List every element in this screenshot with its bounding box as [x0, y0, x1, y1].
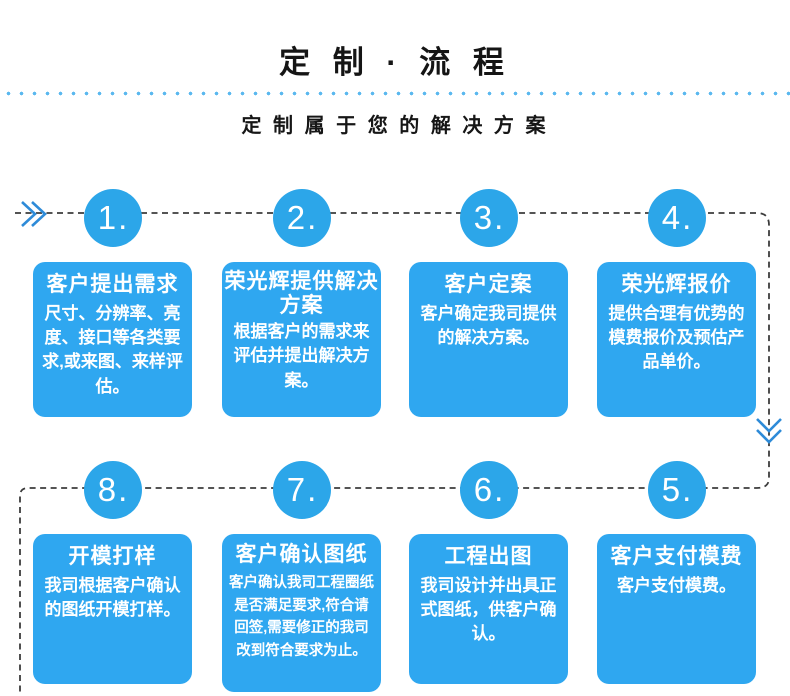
step-3: 3. 客户定案 客户确定我司提供的解决方案。 — [409, 189, 568, 417]
step-card: 客户提出需求 尺寸、分辨率、亮度、接口等各类要求,或来图、来样评估。 — [33, 262, 192, 417]
step-number-badge: 7. — [272, 461, 331, 519]
double-chevron-down-icon — [756, 418, 782, 444]
step-card: 开模打样 我司根据客户确认的图纸开模打样。 — [33, 534, 192, 684]
step-card-title: 客户定案 — [444, 273, 533, 296]
step-card-body: 尺寸、分辨率、亮度、接口等各类要求,或来图、来样评估。 — [42, 304, 183, 396]
step-card: 客户确认图纸 客户确认我司工程圈纸是否满足要求,符合请回签,需要修正的我司改到符… — [222, 534, 381, 692]
step-4: 4. 荣光辉报价 提供合理有优势的模费报价及预估产品单价。 — [597, 189, 756, 417]
step-card-body: 根据客户的需求来评估并提出解决方案。 — [233, 322, 370, 390]
step-card-title: 客户确认图纸 — [235, 543, 368, 566]
step-card-body: 客户支付模费。 — [617, 576, 736, 596]
step-7: 7. 客户确认图纸 客户确认我司工程圈纸是否满足要求,符合请回签,需要修正的我司… — [222, 461, 381, 692]
step-1: 1. 客户提出需求 尺寸、分辨率、亮度、接口等各类要求,或来图、来样评估。 — [33, 189, 192, 417]
page-title: 定 制 · 流 程 — [279, 45, 511, 80]
step-card: 客户支付模费 客户支付模费。 — [597, 534, 756, 684]
step-card-body: 我司设计并出具正式图纸，供客户确认。 — [420, 576, 557, 644]
step-number-badge: 4. — [647, 189, 706, 247]
step-8: 8. 开模打样 我司根据客户确认的图纸开模打样。 — [33, 461, 192, 684]
step-card-body: 我司根据客户确认的图纸开模打样。 — [44, 576, 181, 620]
step-number-badge: 8. — [83, 461, 142, 519]
step-number-badge: 2. — [272, 189, 331, 247]
step-card: 荣光辉报价 提供合理有优势的模费报价及预估产品单价。 — [597, 262, 756, 417]
dotted-divider — [0, 91, 790, 97]
step-card: 工程出图 我司设计并出具正式图纸，供客户确认。 — [409, 534, 568, 684]
step-card-title: 荣光辉报价 — [621, 273, 732, 296]
step-card: 客户定案 客户确定我司提供的解决方案。 — [409, 262, 568, 417]
step-card-title: 客户支付模费 — [610, 545, 743, 568]
step-card-title: 荣光辉提供解决方案 — [224, 270, 379, 318]
step-6: 6. 工程出图 我司设计并出具正式图纸，供客户确认。 — [409, 461, 568, 684]
step-card-title: 开模打样 — [68, 545, 157, 568]
step-number-badge: 5. — [647, 461, 706, 519]
step-card-title: 客户提出需求 — [46, 273, 179, 296]
step-card: 荣光辉提供解决方案 根据客户的需求来评估并提出解决方案。 — [222, 262, 381, 417]
step-card-body: 客户确认我司工程圈纸是否满足要求,符合请回签,需要修正的我司改到符合要求为止。 — [229, 575, 374, 659]
step-card-body: 客户确定我司提供的解决方案。 — [420, 304, 557, 348]
step-2: 2. 荣光辉提供解决方案 根据客户的需求来评估并提出解决方案。 — [222, 189, 381, 417]
step-number-badge: 1. — [83, 189, 142, 247]
step-number-badge: 3. — [459, 189, 518, 247]
step-5: 5. 客户支付模费 客户支付模费。 — [597, 461, 756, 684]
page-subtitle: 定 制 属 于 您 的 解 决 方 案 — [241, 115, 549, 138]
step-card-title: 工程出图 — [444, 545, 533, 568]
step-card-body: 提供合理有优势的模费报价及预估产品单价。 — [608, 304, 745, 372]
step-number-badge: 6. — [459, 461, 518, 519]
